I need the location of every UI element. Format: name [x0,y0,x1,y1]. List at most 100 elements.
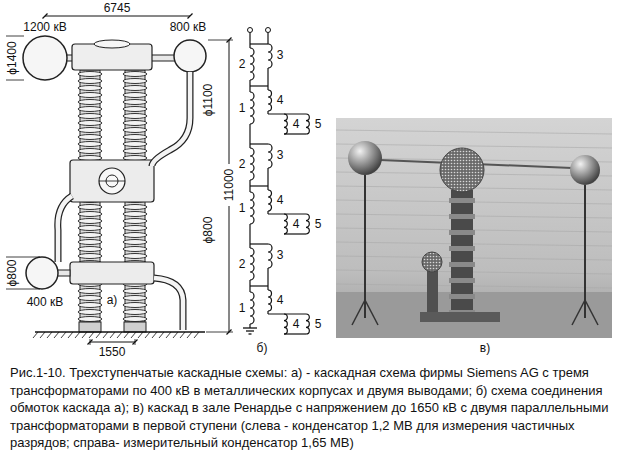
winding-coil [268,144,272,168]
callout-number: 5 [314,218,323,231]
bellows-ridge [123,254,147,259]
stand-leg [365,300,378,325]
column-ring [449,214,475,219]
ground-symbol [243,327,257,328]
dimension-line [229,40,230,164]
winding-coil [250,92,254,124]
callout-number: 2 [238,258,247,271]
ground-hatch [180,332,185,338]
ground-hatch [138,332,143,338]
winding-coil [284,314,287,334]
bellows-ridge [123,107,147,112]
ground-hatch [166,332,171,338]
wall-panel-line [336,130,612,134]
dimension-tick [88,340,93,345]
bellows-ridge [123,114,147,119]
bellows-ridge [78,233,102,238]
ground-symbol [249,333,252,334]
dimension-line [6,36,24,37]
bellows-ridge [123,149,147,154]
bellows-ridge [78,226,102,231]
wire [267,168,268,190]
wall-panel-line [336,242,612,246]
dimension-label: 6745 [103,2,132,15]
stand-pole [584,185,586,318]
ground-hatch [33,332,38,338]
bellows-ridge [78,135,102,140]
ground-hatch [54,332,59,338]
dimension-label: ϕ800 [6,259,19,288]
figure-caption: Рис.1-10. Трехступенчатые каскадные схем… [10,364,614,452]
dimension-tick [133,340,138,345]
column-ring [449,278,475,283]
dimension-label: ϕ1400 [6,40,19,75]
callout-number: 5 [314,318,323,331]
bellows-ridge [78,219,102,224]
ground-hatch [187,332,192,338]
callout-number: 4 [276,194,285,207]
bellows-ridge [78,303,102,308]
wall-panel-line [336,256,612,260]
dimension-line [6,80,24,81]
wire [268,213,306,214]
middle-tank [70,160,154,202]
bellows-ridge [123,93,147,98]
sphere-line [99,181,125,182]
winding-coil [250,292,254,324]
ground-hatch [61,332,66,338]
bellows-ridge [123,86,147,91]
ground-hatch [82,332,87,338]
bellows-ridge [123,240,147,245]
winding-coil [250,248,254,280]
wire [268,113,306,114]
dimension-tick [43,14,48,19]
dimension-label: ϕ1100 [202,83,215,118]
bellows-ridge [123,247,147,252]
bellows-ridge [123,226,147,231]
bellows-ridge [123,135,147,140]
callout-number: 1 [238,202,247,215]
bellows-ridge [78,212,102,217]
ground-lead [154,278,183,330]
column-ring [449,294,475,299]
winding-coil [306,314,309,334]
bellows-ridge [78,310,102,315]
dimension-label: 400 кВ [26,296,65,309]
bellows-ridge [78,100,102,105]
electrode-sphere [26,257,58,289]
dimension-line [6,289,40,290]
callout-number: 2 [238,158,247,171]
winding-coil [250,192,254,224]
bellows-ridge [123,79,147,84]
panel-label: б) [256,342,269,355]
bellows-ridge [123,219,147,224]
callout-number: 3 [276,249,285,262]
column-ring [449,230,475,235]
callout-number: 2 [238,58,247,71]
wire [250,85,268,86]
winding-coil [268,44,272,68]
electrode-sphere [570,155,600,185]
dimension-tick [227,38,232,43]
stand-leg [572,300,585,325]
wire [268,313,306,314]
ground-hatch [40,332,45,338]
dimension-tick [227,330,232,335]
column-base [79,322,101,332]
wire [267,68,268,90]
bellows-ridge [78,79,102,84]
winding-coil [268,190,272,211]
wire [250,285,268,286]
bellows-ridge [78,72,102,77]
ground-hatch [173,332,178,338]
winding-coil [306,114,309,134]
cascade-base [420,312,500,322]
hv-lead-pipe [58,196,72,262]
bellows-ridge [123,212,147,217]
column-ring [449,262,475,267]
bellows-ridge [123,303,147,308]
hall-photo [336,118,612,338]
cascade-column [427,270,438,314]
wall-panel-line [336,284,612,288]
bellows-ridge [123,100,147,105]
